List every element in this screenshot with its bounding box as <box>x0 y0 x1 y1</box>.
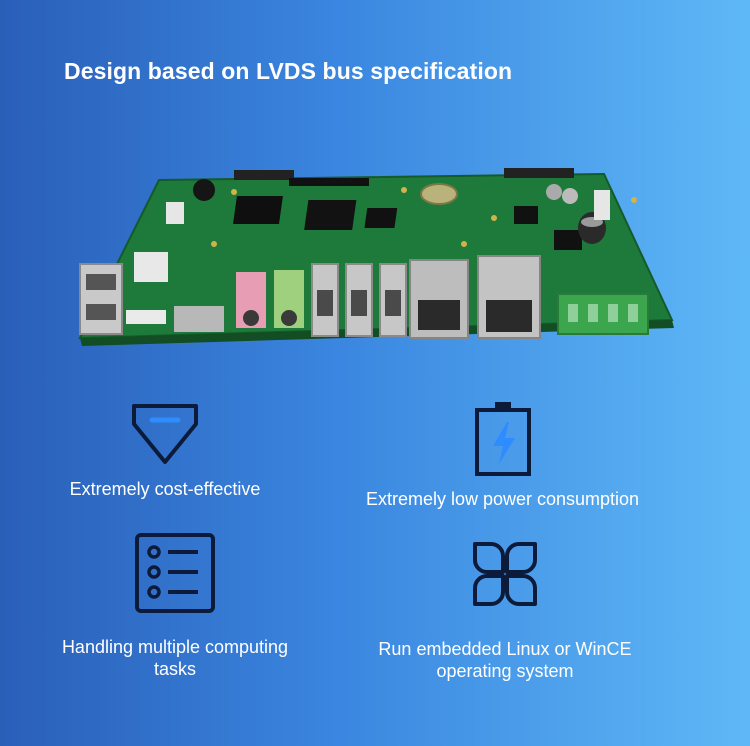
feature-embedded-os: Run embedded Linux or WinCE operating sy… <box>355 540 655 682</box>
circuit-board-image <box>74 160 694 350</box>
diamond-icon <box>132 404 198 464</box>
feature-cost-effective: Extremely cost-effective <box>40 400 290 500</box>
feature-low-power: Extremely low power consumption <box>335 400 670 510</box>
feature-label: Run embedded Linux or WinCE operating sy… <box>378 639 632 681</box>
list-icon <box>135 533 215 613</box>
battery-bolt-icon <box>474 402 531 476</box>
circuit-board-drawing <box>78 168 674 346</box>
feature-label: Extremely low power consumption <box>365 489 640 509</box>
feature-label: Handling multiple computing tasks <box>61 637 289 679</box>
feature-multitasking: Handling multiple computing tasks <box>60 532 290 680</box>
feature-label: Extremely cost-effective <box>69 479 261 499</box>
clover-grid-icon <box>473 542 537 606</box>
headline: Design based on LVDS bus specification <box>64 58 513 84</box>
